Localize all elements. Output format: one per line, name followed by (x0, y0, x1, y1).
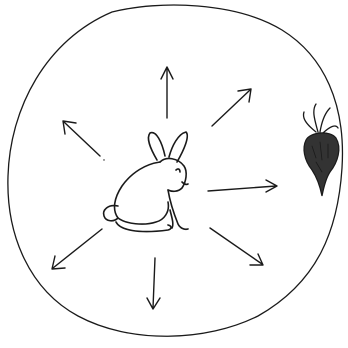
carrot-root (304, 133, 339, 196)
rabbit-icon (104, 132, 188, 232)
carrot-leaves (304, 104, 339, 134)
carrot-icon (304, 104, 339, 196)
arrow-down-right (210, 228, 263, 265)
arrows (52, 67, 277, 309)
arrow-down-left (52, 229, 102, 269)
arrow-up-right (212, 89, 251, 126)
arrow-right (208, 180, 277, 192)
arrow-down (147, 258, 160, 309)
arrow-up (161, 67, 173, 118)
boundary-circle (8, 5, 343, 336)
arrow-left (63, 121, 100, 156)
